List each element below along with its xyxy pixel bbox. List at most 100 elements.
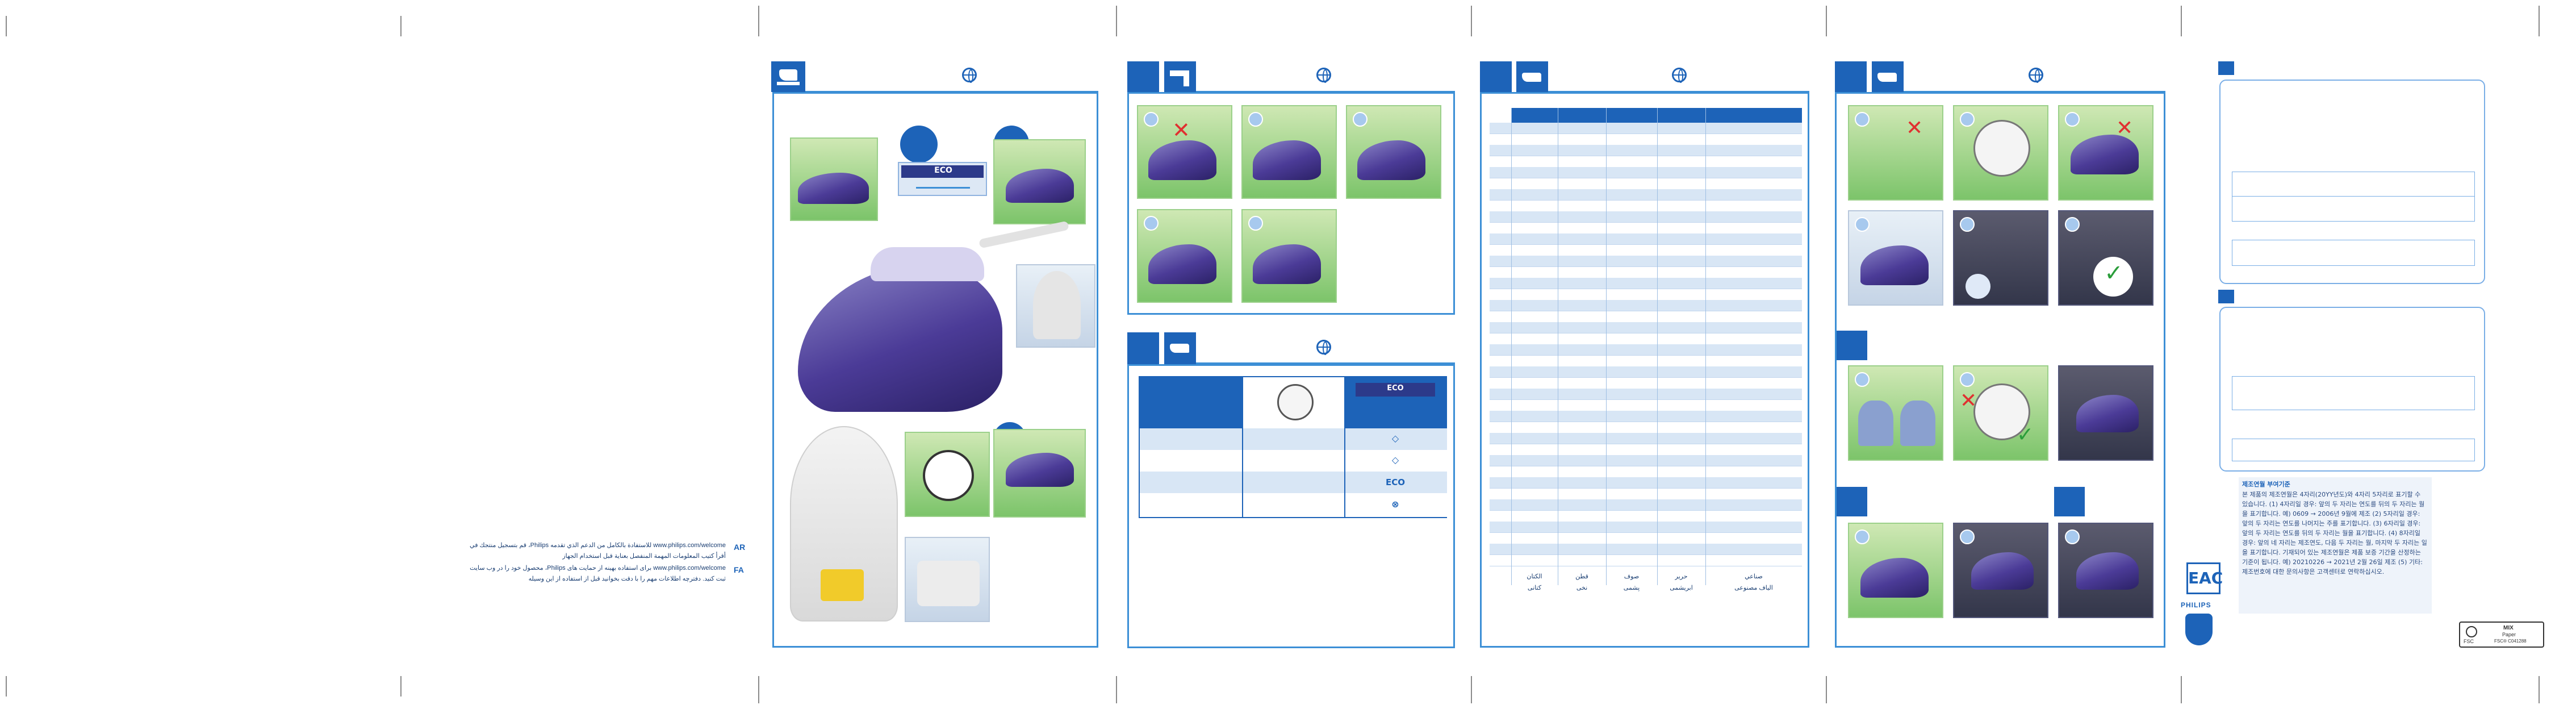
fabric-label: صوف — [1624, 573, 1640, 580]
table-row — [1490, 355, 1802, 367]
fsc-paper: Paper — [2502, 632, 2516, 637]
table-row — [1490, 510, 1802, 522]
steam-icon: ◇ — [1391, 433, 1399, 444]
crop-mark — [400, 676, 402, 697]
step-number-block — [1480, 61, 1512, 92]
table-row — [1490, 145, 1802, 156]
step-photo: ✕✓ — [1953, 365, 2048, 461]
temperature-table: ECO ◇ ◇ ECO ⊗ — [1139, 376, 1447, 518]
steam-iron-illustration — [798, 264, 1002, 412]
table-row — [1490, 278, 1802, 289]
fa-subtext: ثبت کنید. دفترچه اطلاعات مهم را با دقت ب… — [528, 575, 726, 582]
table-row — [1490, 322, 1802, 333]
table-row — [1490, 211, 1802, 223]
table-row — [1490, 477, 1802, 489]
step-photo — [1848, 523, 1943, 618]
header-rule — [805, 91, 1098, 93]
crop-mark — [2539, 6, 2540, 36]
crop-mark — [758, 6, 759, 36]
eco-setting-label: ECO — [1385, 477, 1405, 487]
table-row — [1490, 344, 1802, 356]
table-row — [1490, 156, 1802, 168]
crop-mark — [1116, 676, 1117, 703]
fsc-code: FSC® C041288 — [2494, 639, 2527, 644]
table-row — [1490, 411, 1802, 422]
step-photo — [2058, 365, 2153, 461]
table-row — [1490, 399, 1802, 411]
table-row — [1490, 499, 1802, 511]
ar-language-code: AR — [734, 543, 746, 552]
globe-icon[interactable] — [962, 68, 977, 83]
crop-mark — [2539, 676, 2540, 703]
brand-wordmark: PHILIPS — [2181, 601, 2211, 609]
eco-label: ECO — [1387, 384, 1404, 393]
table-row — [1490, 300, 1802, 311]
globe-icon[interactable] — [1672, 68, 1687, 83]
temperature-selector-panel: ECO — [898, 162, 987, 196]
globe-icon[interactable] — [2029, 68, 2043, 83]
dial-photo — [905, 432, 990, 517]
power-cord — [978, 220, 1069, 249]
table-row — [1490, 222, 1802, 234]
step-photo — [1848, 365, 1943, 461]
fabric-label: الكتان — [1527, 573, 1542, 580]
steam-icon: ◇ — [1391, 454, 1399, 465]
crop-mark — [1471, 676, 1472, 703]
fabric-label: ابریشمی — [1670, 585, 1693, 591]
table-row — [1490, 444, 1802, 456]
no-steam-ironing-icon — [1837, 487, 1867, 516]
fabric-label: نخی — [1576, 585, 1588, 591]
fabric-label: قطن — [1575, 573, 1588, 580]
table-row — [1490, 266, 1802, 278]
fabric-table-header — [1511, 108, 1705, 123]
table-row — [1490, 178, 1802, 190]
table-divider — [1705, 108, 1706, 585]
table-row — [1490, 466, 1802, 478]
step-photo — [1137, 209, 1232, 303]
table-divider — [1511, 108, 1512, 585]
step-photo — [993, 139, 1086, 224]
step-photo — [1953, 210, 2048, 306]
crop-mark — [1471, 6, 1472, 36]
fabric-label: پشمی — [1623, 585, 1640, 591]
korean-notice-text: 본 제품의 제조연월은 4자리(20YY년도)와 4자리 5자리로 표기할 수 … — [2242, 491, 2427, 575]
step-photo: ✓ — [2058, 210, 2153, 306]
step-photo: ✕ — [1137, 105, 1232, 199]
ironing-icon — [1516, 61, 1548, 92]
info-box-2 — [2219, 307, 2485, 472]
globe-icon[interactable] — [1316, 68, 1331, 83]
header-rule — [1196, 362, 1455, 364]
fsc-logo: FSC MIX Paper FSC® C041288 — [2459, 622, 2544, 648]
step-photo — [790, 137, 878, 221]
table-row — [1490, 200, 1802, 212]
ironing-icon — [1164, 332, 1196, 364]
table-row — [1490, 167, 1802, 178]
table-row — [1490, 134, 1802, 145]
step-photo — [2058, 523, 2153, 618]
filling-panel: ✕ — [1127, 92, 1455, 315]
header-rule — [1904, 91, 2165, 93]
table-row — [1490, 389, 1802, 400]
no-steam-icon: ⊗ — [1391, 499, 1399, 510]
philips-shield-icon — [2185, 614, 2213, 645]
step-number-block — [1127, 61, 1159, 92]
soleplate-illustration — [790, 426, 898, 622]
fabric-table-header — [1705, 108, 1802, 123]
step-photo — [1953, 105, 2048, 201]
ironing-icon — [1872, 61, 1904, 92]
header-rule — [1196, 91, 1455, 93]
table-row — [1490, 289, 1802, 301]
table-row — [1490, 256, 1802, 267]
fa-language-code: FA — [734, 565, 744, 574]
steam-ironing-icon — [1837, 331, 1867, 360]
table-divider — [1657, 108, 1658, 585]
header-rule — [1548, 91, 1809, 93]
globe-icon[interactable] — [1316, 340, 1331, 355]
shot-of-steam-icon — [2054, 487, 2085, 516]
crop-mark — [1826, 676, 1827, 703]
soleplate-photo — [1016, 264, 1095, 348]
step-photo: ✕ — [2058, 105, 2153, 201]
table-row — [1490, 244, 1802, 256]
table-row — [1490, 377, 1802, 389]
